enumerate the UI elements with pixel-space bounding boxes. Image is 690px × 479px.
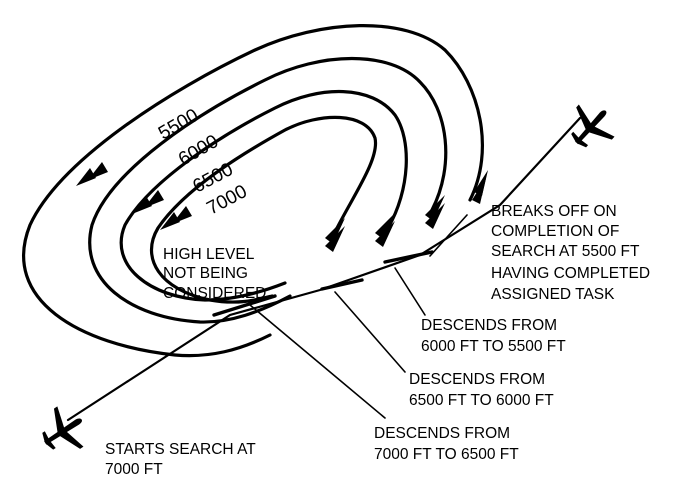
contour-loop-5500	[22, 24, 484, 358]
svg-text:STARTS SEARCH AT: STARTS SEARCH AT	[105, 441, 256, 458]
note-descend-6000: DESCENDS FROM 6000 FT TO 5500 FT	[421, 317, 566, 355]
transition-6000-5500	[383, 250, 434, 264]
svg-text:HIGH LEVEL: HIGH LEVEL	[163, 246, 255, 263]
direction-arrow-6500	[160, 206, 192, 230]
direction-arrow-6000	[132, 190, 164, 214]
leader-7000	[249, 304, 386, 419]
transition-7000-6500	[212, 294, 277, 317]
note-descend-6500: DESCENDS FROM 6500 FT TO 6000 FT	[409, 371, 554, 409]
contour-loop-7000	[149, 115, 378, 304]
aircraft-track	[66, 116, 582, 422]
leader-6500	[334, 291, 406, 373]
note-breaks-off: BREAKS OFF ON COMPLETION OF SEARCH AT 55…	[491, 203, 650, 303]
svg-text:NOT BEING: NOT BEING	[163, 265, 248, 282]
aircraft-start-icon	[42, 406, 84, 450]
svg-text:6500 FT TO 6000 FT: 6500 FT TO 6000 FT	[409, 392, 554, 409]
svg-text:DESCENDS FROM: DESCENDS FROM	[409, 371, 545, 388]
direction-arrow-right-5500	[472, 170, 488, 204]
svg-text:CONSIDERED: CONSIDERED	[163, 285, 266, 302]
note-high-level: HIGH LEVEL NOT BEING CONSIDERED	[163, 246, 266, 302]
svg-text:DESCENDS FROM: DESCENDS FROM	[421, 317, 557, 334]
direction-arrow-5500	[76, 162, 108, 186]
leader-6000	[394, 267, 426, 316]
altitude-label-5500: 5500	[155, 105, 202, 144]
svg-text:SEARCH AT 5500 FT: SEARCH AT 5500 FT	[491, 243, 640, 260]
leader-breaks-off	[429, 214, 468, 257]
svg-text:BREAKS OFF ON: BREAKS OFF ON	[491, 203, 617, 220]
direction-arrow-right-7000	[325, 218, 345, 252]
svg-text:HAVING COMPLETED: HAVING COMPLETED	[491, 265, 650, 282]
svg-text:COMPLETION OF: COMPLETION OF	[491, 223, 619, 240]
svg-text:ASSIGNED TASK: ASSIGNED TASK	[491, 286, 615, 303]
transition-6500-6000	[320, 278, 364, 291]
aircraft-exit-icon	[571, 104, 615, 148]
note-descend-7000: DESCENDS FROM 7000 FT TO 6500 FT	[374, 425, 519, 463]
svg-text:DESCENDS FROM: DESCENDS FROM	[374, 425, 510, 442]
note-start: STARTS SEARCH AT 7000 FT	[105, 441, 256, 478]
svg-text:6000 FT TO 5500 FT: 6000 FT TO 5500 FT	[421, 338, 566, 355]
svg-text:7000 FT: 7000 FT	[105, 461, 163, 478]
contour-loop-6000	[88, 56, 448, 324]
svg-text:7000 FT TO 6500 FT: 7000 FT TO 6500 FT	[374, 446, 519, 463]
direction-arrow-right-6500	[375, 213, 395, 247]
direction-arrow-right-6000	[425, 195, 445, 229]
